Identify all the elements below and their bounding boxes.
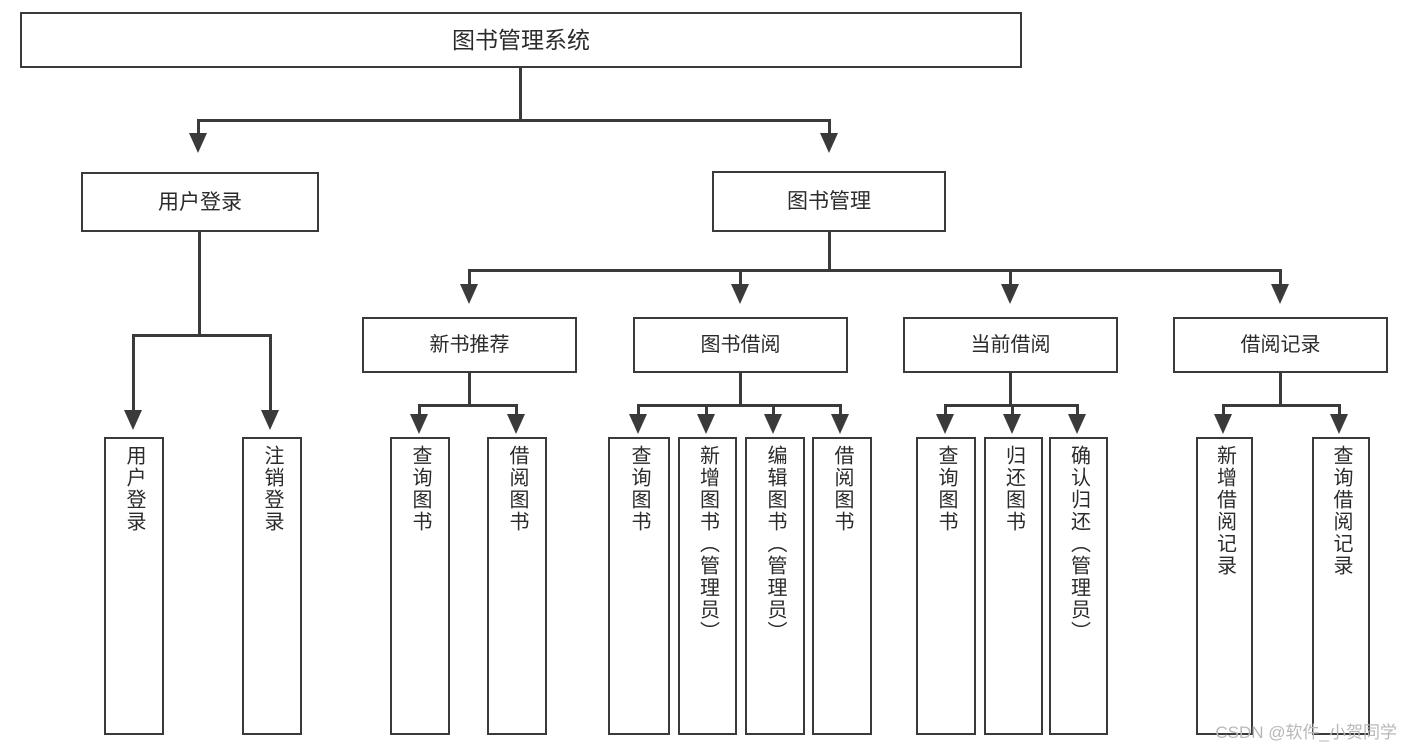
arrowhead-leaf-borrow-book-1 xyxy=(507,414,525,434)
node-label: 借阅图书 xyxy=(831,445,853,533)
node-label: 用户登录 xyxy=(123,445,145,533)
node-label: 新增借阅记录 xyxy=(1213,445,1236,577)
leaf-borrow-book-borrow[interactable]: 借阅图书 xyxy=(812,437,872,735)
leaf-logout[interactable]: 注销登录 xyxy=(242,437,302,735)
node-borrow-record[interactable]: 借阅记录 xyxy=(1173,317,1388,373)
connector-current-borrow-stem xyxy=(1009,373,1012,407)
connector-drop-leaf-bb-3 xyxy=(772,404,775,418)
node-label: 确认归还（管理员） xyxy=(1067,445,1090,643)
connector-drop-leaf-cb-1 xyxy=(944,404,947,418)
node-label: 注销登录 xyxy=(261,445,283,533)
arrowhead-leaf-br-2 xyxy=(1330,414,1348,434)
arrowhead-new-book xyxy=(460,284,478,304)
connector-new-book-bus xyxy=(418,404,518,407)
connector-book-manage-stem xyxy=(828,232,831,272)
node-label: 查询图书 xyxy=(628,445,650,533)
arrowhead-leaf-cb-1 xyxy=(936,414,954,434)
leaf-edit-book-admin[interactable]: 编辑图书（管理员） xyxy=(745,437,805,735)
arrowhead-leaf-br-1 xyxy=(1214,414,1232,434)
node-label: 图书管理 xyxy=(787,190,871,213)
node-new-book-recommend[interactable]: 新书推荐 xyxy=(362,317,577,373)
arrowhead-leaf-user-login xyxy=(124,410,142,430)
leaf-user-login[interactable]: 用户登录 xyxy=(104,437,164,735)
connector-root-stem xyxy=(519,68,522,120)
arrowhead-leaf-query-book-1 xyxy=(410,414,428,434)
arrowhead-leaf-logout xyxy=(261,410,279,430)
leaf-return-book[interactable]: 归还图书 xyxy=(984,437,1043,735)
connector-drop-leaf-logout xyxy=(269,334,272,414)
connector-drop-leaf-br-1 xyxy=(1222,404,1225,418)
connector-drop-leaf-borrow-book-1 xyxy=(515,404,518,418)
arrowhead-leaf-bb-1 xyxy=(629,414,647,434)
connector-user-login-bus xyxy=(132,334,269,337)
node-book-management[interactable]: 图书管理 xyxy=(712,171,946,232)
leaf-query-book-current[interactable]: 查询图书 xyxy=(916,437,976,735)
node-user-login[interactable]: 用户登录 xyxy=(81,172,319,232)
arrowhead-user-login xyxy=(189,133,207,153)
arrowhead-current-borrow xyxy=(1001,284,1019,304)
connector-borrow-record-bus xyxy=(1222,404,1340,407)
connector-drop-current-borrow xyxy=(1009,269,1012,287)
leaf-add-borrow-record[interactable]: 新增借阅记录 xyxy=(1196,437,1253,735)
arrowhead-leaf-cb-2 xyxy=(1003,414,1021,434)
connector-book-borrow-bus xyxy=(637,404,841,407)
node-label: 用户登录 xyxy=(158,190,242,214)
connector-drop-leaf-cb-2 xyxy=(1011,404,1014,418)
connector-borrow-record-stem xyxy=(1279,373,1282,407)
node-label: 借阅记录 xyxy=(1240,334,1321,356)
connector-drop-book-manage xyxy=(828,119,831,137)
arrowhead-leaf-bb-2 xyxy=(697,414,715,434)
connector-current-borrow-bus xyxy=(944,404,1077,407)
node-root-system[interactable]: 图书管理系统 xyxy=(20,12,1022,68)
connector-drop-leaf-br-2 xyxy=(1338,404,1341,418)
connector-drop-user-login xyxy=(197,119,200,137)
connector-drop-leaf-cb-3 xyxy=(1076,404,1079,418)
connector-drop-book-borrow xyxy=(739,269,742,287)
connector-level1-bus xyxy=(197,119,831,122)
node-current-borrow[interactable]: 当前借阅 xyxy=(903,317,1118,373)
leaf-query-book-new[interactable]: 查询图书 xyxy=(390,437,450,735)
watermark-text: CSDN @软件_小贺同学 xyxy=(1215,723,1397,742)
connector-drop-leaf-query-book-1 xyxy=(418,404,421,418)
arrowhead-borrow-record xyxy=(1271,284,1289,304)
connector-drop-leaf-bb-2 xyxy=(705,404,708,418)
arrowhead-leaf-bb-3 xyxy=(764,414,782,434)
leaf-confirm-return-admin[interactable]: 确认归还（管理员） xyxy=(1049,437,1108,735)
leaf-add-book-admin[interactable]: 新增图书（管理员） xyxy=(678,437,737,735)
connector-book-borrow-stem xyxy=(739,373,742,407)
node-label: 查询图书 xyxy=(935,445,957,533)
node-label: 新书推荐 xyxy=(429,334,510,356)
connector-user-login-stem xyxy=(198,232,201,336)
arrowhead-book-manage xyxy=(820,133,838,153)
node-label: 查询图书 xyxy=(409,445,431,533)
connector-new-book-stem xyxy=(468,373,471,407)
arrowhead-leaf-bb-4 xyxy=(831,414,849,434)
node-label: 归还图书 xyxy=(1002,445,1025,533)
node-label: 查询借阅记录 xyxy=(1330,445,1352,577)
node-label: 当前借阅 xyxy=(970,334,1051,356)
node-label: 新增图书（管理员） xyxy=(696,445,719,643)
connector-drop-leaf-user-login xyxy=(132,334,135,414)
connector-drop-new-book xyxy=(468,269,471,287)
connector-drop-leaf-bb-1 xyxy=(637,404,640,418)
node-book-borrow[interactable]: 图书借阅 xyxy=(633,317,848,373)
connector-drop-borrow-record xyxy=(1279,269,1282,287)
connector-drop-leaf-bb-4 xyxy=(839,404,842,418)
node-label: 编辑图书（管理员） xyxy=(764,445,786,643)
leaf-query-borrow-record[interactable]: 查询借阅记录 xyxy=(1312,437,1370,735)
leaf-borrow-book-new[interactable]: 借阅图书 xyxy=(487,437,547,735)
connector-level2-bus xyxy=(468,269,1282,272)
node-label: 图书管理系统 xyxy=(452,26,590,53)
leaf-query-book-borrow[interactable]: 查询图书 xyxy=(608,437,670,735)
arrowhead-book-borrow xyxy=(731,284,749,304)
node-label: 借阅图书 xyxy=(506,445,528,533)
node-label: 图书借阅 xyxy=(700,334,781,356)
arrowhead-leaf-cb-3 xyxy=(1068,414,1086,434)
